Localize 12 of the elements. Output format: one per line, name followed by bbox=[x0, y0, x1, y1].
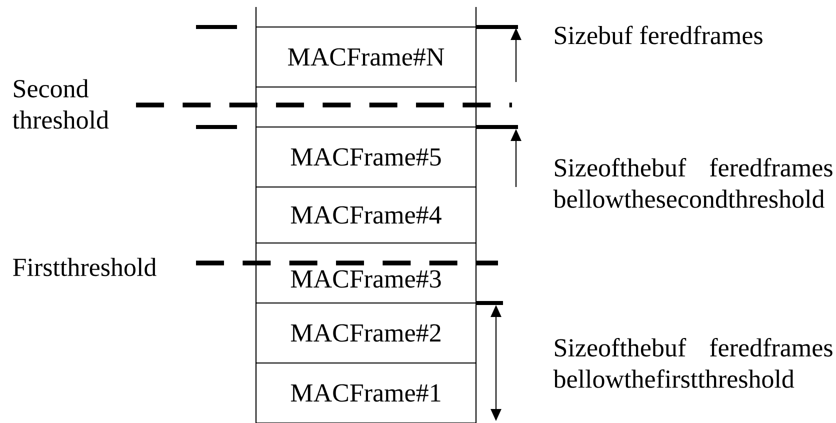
annotation-text: Sizeofthebuf feredframes bellowthefirstthreshold bbox=[553, 338, 832, 388]
frame-cell: MACFrame#N bbox=[255, 26, 477, 88]
annotation-text: Firstthreshold bbox=[13, 258, 156, 276]
frame-cell: MACFrame#3 bbox=[255, 242, 477, 304]
frame-cell: MACFrame#2 bbox=[255, 302, 477, 364]
frame-cell: MACFrame#5 bbox=[255, 126, 477, 188]
frame-cell: MACFrame#1 bbox=[255, 362, 477, 423]
empty-cell bbox=[255, 86, 477, 128]
annotation-text: Sizeofthebuf feredframes bellowthesecondthreshold bbox=[553, 158, 832, 208]
annotation-text: Second threshold bbox=[12, 79, 109, 129]
annotation-text: Sizebuf feredframes bbox=[555, 26, 762, 44]
frame-cell: MACFrame#4 bbox=[255, 186, 477, 244]
